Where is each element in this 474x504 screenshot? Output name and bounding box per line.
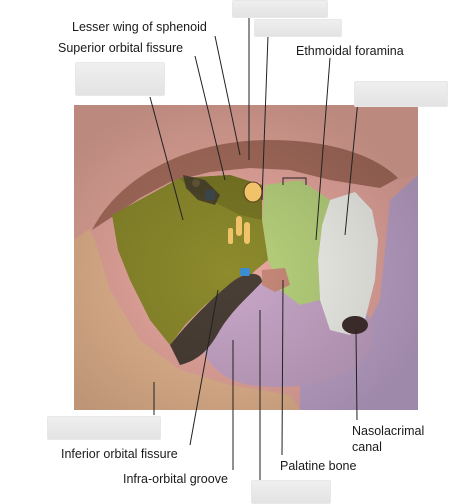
optic-canal	[243, 181, 263, 203]
label-lesser-wing: Lesser wing of sphenoid	[72, 20, 207, 34]
foramen-blue-2	[240, 268, 250, 276]
leader-lines	[149, 18, 359, 480]
label-infraorbital-groove: Infra-orbital groove	[123, 472, 228, 486]
leader-ethmoidal	[315, 57, 331, 241]
orbit-illustration	[74, 105, 418, 410]
blank-label-bottom-left[interactable]	[47, 416, 161, 440]
leader-blank-2	[261, 35, 269, 201]
leader-left-blank	[149, 96, 184, 221]
ethmoidal-bracket	[282, 177, 307, 185]
label-nasolacrimal-line1: Nasolacrimal	[352, 424, 425, 438]
orbit-shading	[74, 105, 418, 410]
blank-label-top[interactable]	[232, 0, 328, 18]
foramen-vessel-1	[236, 216, 242, 236]
foramen-vessel-3	[228, 228, 233, 244]
label-superior-fissure: Superior orbital fissure	[58, 41, 184, 55]
label-palatine-bone: Palatine bone	[280, 459, 357, 473]
blank-label-upper-right[interactable]	[254, 19, 342, 37]
foramen-vessel-2	[244, 222, 250, 244]
label-ethmoidal-foramina: Ethmoidal foramina	[296, 44, 404, 58]
leader-nasolacrimal	[355, 329, 358, 421]
nasolacrimal-canal-opening	[342, 316, 368, 334]
blank-label-bottom[interactable]	[251, 480, 331, 504]
leader-lesser-wing	[214, 35, 241, 156]
label-inferior-fissure: Inferior orbital fissure	[61, 447, 178, 461]
leader-palatine	[281, 279, 284, 456]
blank-label-left[interactable]	[75, 62, 165, 96]
leader-inferior-fissure	[189, 289, 219, 446]
superior-fissure-gap	[183, 175, 220, 205]
leader-right-blank	[344, 99, 359, 236]
blank-label-right[interactable]	[354, 81, 448, 107]
label-nasolacrimal-line2: canal	[352, 440, 382, 454]
leader-superior-fissure	[194, 55, 226, 181]
